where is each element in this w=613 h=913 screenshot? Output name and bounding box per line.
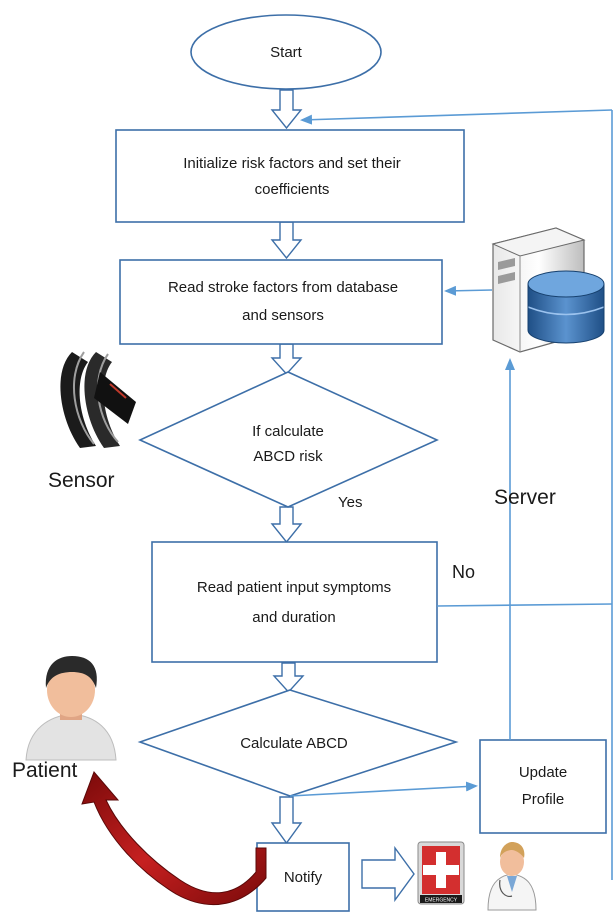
read-factors-label-line2: and sensors (242, 307, 324, 324)
update-profile-line2: Profile (522, 791, 565, 808)
down-arrow-symptoms-calc (272, 662, 305, 694)
server-to-read-arrow (444, 285, 493, 296)
connector-lines (289, 109, 613, 880)
notify-label: Notify (284, 869, 323, 886)
initialize-label-line2: coefficients (255, 181, 330, 198)
decision-label-line2: ABCD risk (253, 448, 323, 465)
no-label: No (452, 562, 475, 582)
symptoms-label-line2: and duration (252, 609, 335, 626)
calc-to-update-arrow (289, 781, 478, 797)
doctor-icon (487, 842, 537, 911)
down-arrow-start-init (270, 89, 303, 130)
sensor-label: Sensor (48, 469, 115, 492)
server-label: Server (494, 486, 556, 509)
update-profile-line1: Update (519, 764, 567, 781)
calculate-label: Calculate ABCD (240, 735, 348, 752)
decision-diamond (138, 371, 439, 508)
symptoms-label-line1: Read patient input symptoms (197, 579, 391, 596)
down-arrow-init-read (270, 221, 303, 260)
patient-label: Patient (12, 759, 78, 782)
server-database-icon (491, 227, 605, 353)
yes-label: Yes (338, 494, 362, 511)
update-profile-box (479, 739, 607, 834)
down-arrow-calc-notify (270, 796, 303, 845)
emergency-icon: EMERGENCY (417, 841, 465, 905)
notify-to-emergency-arrow (361, 845, 415, 903)
down-arrow-read-decision (270, 343, 303, 376)
initialize-label-line1: Initialize risk factors and set their (183, 155, 401, 172)
initialize-box (115, 129, 465, 223)
loop-back-arrow (300, 109, 613, 125)
notify-to-patient-arrow (81, 771, 267, 906)
symptoms-box (151, 541, 438, 663)
emergency-sign-text: EMERGENCY (425, 898, 458, 904)
sensor-wristband-icon (60, 351, 136, 448)
patient-icon (25, 656, 117, 761)
start-label: Start (270, 44, 303, 61)
read-factors-label-line1: Read stroke factors from database (168, 279, 398, 296)
flow-down-arrows (270, 89, 305, 845)
no-branch-line (436, 603, 613, 607)
read-factors-box (119, 259, 443, 345)
down-arrow-decision-symptoms (270, 506, 303, 544)
start-node (190, 14, 382, 90)
decision-label-line1: If calculate (252, 423, 324, 440)
